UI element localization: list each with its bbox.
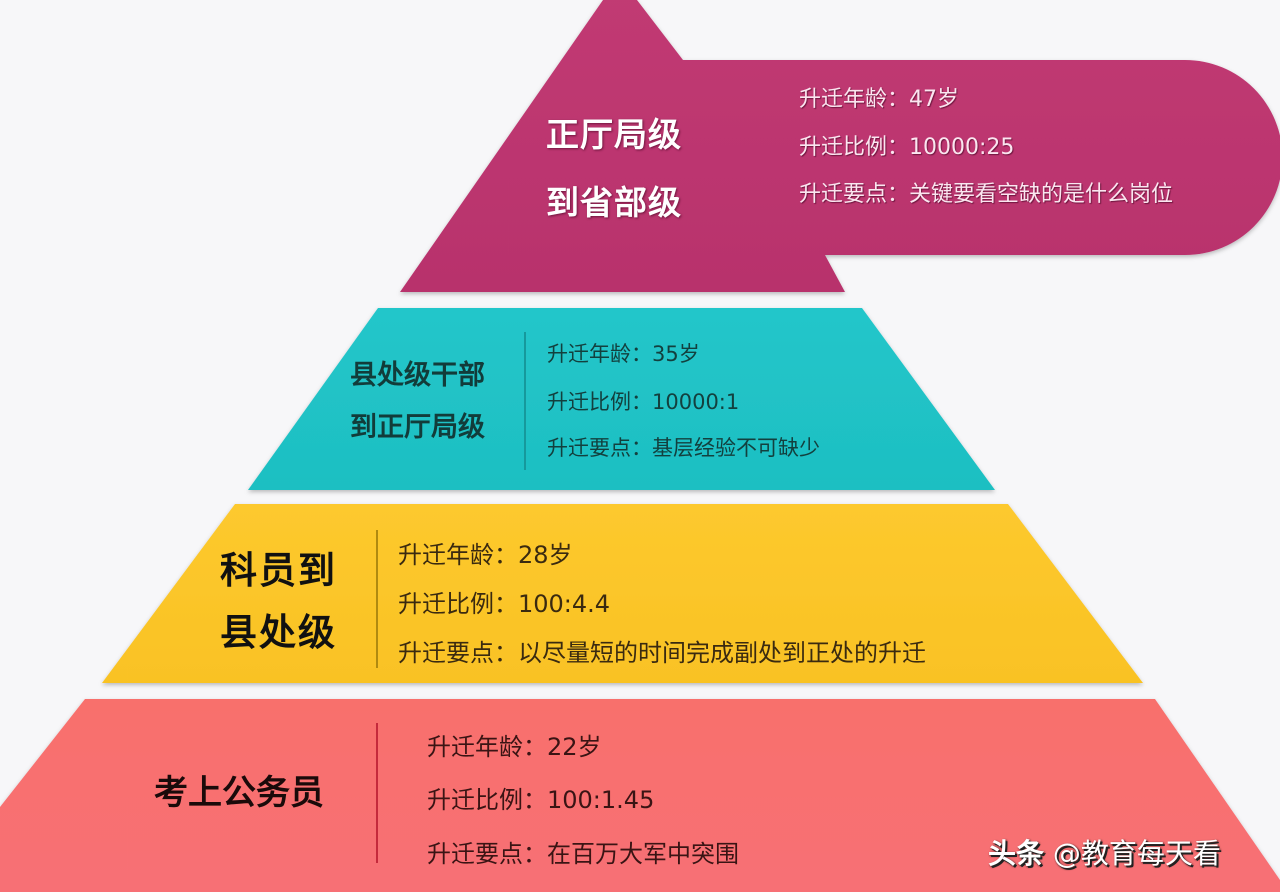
tier2-row-age: 升迁年龄：35岁 [547,344,700,365]
row-label: 升迁年龄 [427,733,523,761]
row-sep: ： [523,786,547,814]
row-sep: ： [523,840,547,868]
tier3-title-line2: 县处级 [220,611,337,654]
row-value: 以尽量短的时间完成副处到正处的升迁 [518,639,926,667]
tier3-row-key-point: 升迁要点：以尽量短的时间完成副处到正处的升迁 [398,641,926,665]
row-label: 升迁比例 [398,590,494,618]
row-label: 升迁比例 [547,390,631,414]
row-sep: ： [631,342,652,366]
row-value: 47岁 [909,87,960,112]
tier3-divider [376,530,378,668]
row-label: 升迁年龄 [547,342,631,366]
tier4-row-key-point: 升迁要点：在百万大军中突围 [427,842,739,866]
row-value: 在百万大军中突围 [547,840,739,868]
tier1-shape [400,0,1280,292]
row-value: 10000:1 [652,390,740,414]
tier1-row-age: 升迁年龄：47岁 [799,89,959,111]
tier1-title-line2: 到省部级 [546,183,682,222]
tier1-title-line1: 正厅局级 [546,115,682,154]
tier1-row-key-point: 升迁要点：关键要看空缺的是什么岗位 [799,184,1173,206]
row-label: 升迁要点 [799,182,888,207]
row-sep: ： [631,436,652,460]
row-value: 22岁 [547,733,602,761]
row-sep: ： [494,541,518,569]
row-sep: ： [523,733,547,761]
tier4-row-age: 升迁年龄：22岁 [427,735,602,759]
watermark-brand: 头条 [988,837,1045,870]
tier4-divider [376,723,378,863]
row-value: 基层经验不可缺少 [652,436,820,460]
tier2-row-ratio: 升迁比例：10000:1 [547,392,739,413]
row-value: 100:1.45 [547,786,655,814]
row-label: 升迁比例 [799,135,888,160]
tier1-row-ratio: 升迁比例：10000:25 [799,137,1014,159]
row-label: 升迁要点 [547,436,631,460]
tier3-shape [102,504,1143,683]
row-value: 关键要看空缺的是什么岗位 [909,182,1174,207]
row-sep: ： [494,590,518,618]
row-sep: ： [887,87,910,112]
tier4-shape [0,699,1280,892]
tier3-title-line1: 科员到 [220,549,337,592]
row-label: 升迁要点 [427,840,523,868]
row-label: 升迁比例 [427,786,523,814]
tier2-shape [248,308,995,490]
row-value: 28岁 [518,541,573,569]
row-value: 10000:25 [909,135,1015,160]
tier4-title: 考上公务员 [154,773,324,813]
row-sep: ： [494,639,518,667]
row-value: 35岁 [652,342,700,366]
row-label: 升迁年龄 [799,87,888,112]
row-label: 升迁要点 [398,639,494,667]
row-sep: ： [887,135,910,160]
row-value: 100:4.4 [518,590,611,618]
watermark: 头条 @教育每天看 [988,832,1221,872]
tier3-row-ratio: 升迁比例：100:4.4 [398,592,610,616]
tier2-title-line1: 县处级干部 [350,360,485,391]
tier2-title-line2: 到正厅局级 [350,412,485,443]
tier3-row-age: 升迁年龄：28岁 [398,543,573,567]
row-label: 升迁年龄 [398,541,494,569]
tier4-row-ratio: 升迁比例：100:1.45 [427,788,654,812]
watermark-handle: @教育每天看 [1052,837,1221,870]
tier2-row-key-point: 升迁要点：基层经验不可缺少 [547,438,820,459]
row-sep: ： [887,182,910,207]
row-sep: ： [631,390,652,414]
tier2-divider [524,332,526,470]
